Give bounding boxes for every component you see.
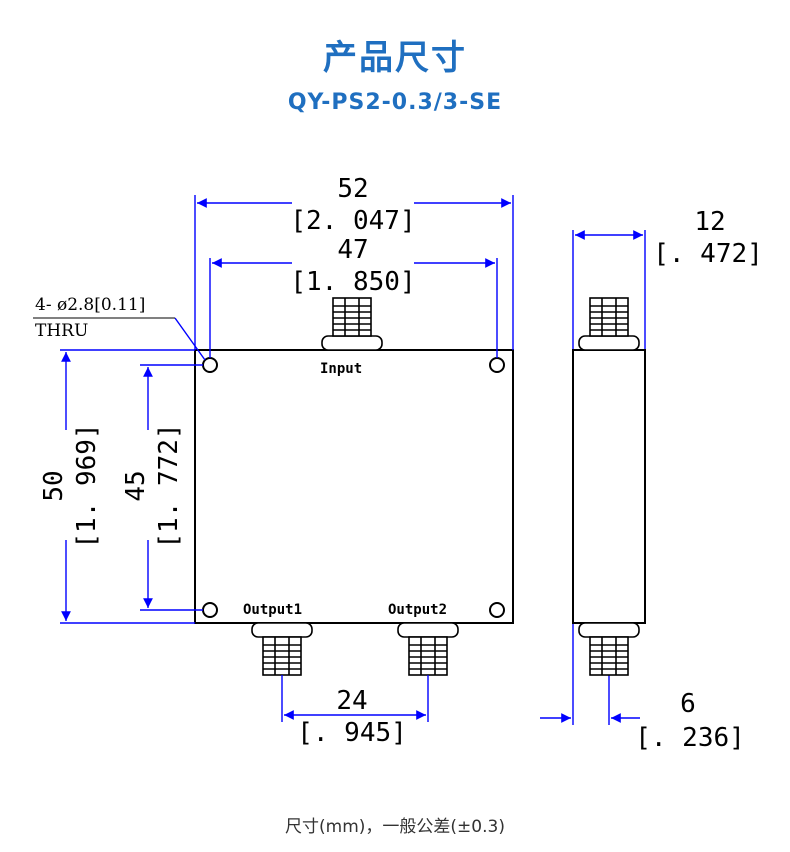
hole-note-line2: THRU xyxy=(35,321,88,341)
side-top-connector xyxy=(578,297,640,351)
dim-24-in: [. 945] xyxy=(297,718,407,748)
dim-24-mm: 24 xyxy=(336,686,367,716)
side-body xyxy=(572,349,646,624)
output1-connector xyxy=(251,622,313,676)
model-number: QY-PS2-0.3/3-SE xyxy=(287,90,503,115)
dim-12-mm: 12 xyxy=(694,207,725,237)
dim-6-in: [. 236] xyxy=(635,723,745,753)
side-bottom-connector xyxy=(578,622,640,676)
dim-50-mm: 50 xyxy=(39,470,69,501)
output1-port-label: Output1 xyxy=(243,602,302,618)
dim-45-mm: 45 xyxy=(121,470,151,501)
dim-47-in: [1. 850] xyxy=(290,267,415,297)
hole-note-line1: 4- ø2.8[0.11] xyxy=(35,295,145,315)
input-connector xyxy=(321,297,383,351)
input-port-label: Input xyxy=(320,361,362,377)
output2-connector xyxy=(397,622,459,676)
mount-hole-br xyxy=(489,602,505,618)
dim-12-in: [. 472] xyxy=(653,239,763,269)
dim-50-in: [1. 969] xyxy=(72,423,102,548)
tolerance-note: 尺寸(mm)，一般公差(±0.3) xyxy=(285,817,505,837)
dim-6-mm: 6 xyxy=(680,689,696,719)
dim-45-in: [1. 772] xyxy=(154,423,184,548)
output2-port-label: Output2 xyxy=(388,602,447,618)
page-title: 产品尺寸 xyxy=(323,38,467,78)
dim-47-mm: 47 xyxy=(337,235,368,265)
front-body xyxy=(194,349,514,624)
dim-52-in: [2. 047] xyxy=(290,206,415,236)
dim-52-mm: 52 xyxy=(337,174,368,204)
